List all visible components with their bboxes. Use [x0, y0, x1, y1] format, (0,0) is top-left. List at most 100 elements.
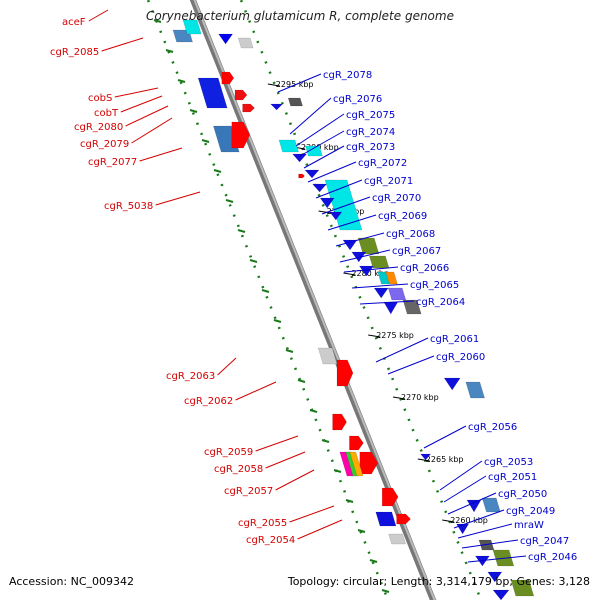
- gene-glyph[interactable]: [383, 301, 399, 315]
- gene-glyph[interactable]: [342, 239, 358, 251]
- kbp-tick-label: 2290 kbp: [301, 143, 339, 152]
- gene-glyph[interactable]: [287, 97, 303, 107]
- gene-label-cgr-2074[interactable]: cgR_2074: [346, 127, 395, 138]
- gene-label-cgr-2051[interactable]: cgR_2051: [488, 472, 537, 483]
- gene-label-cgr-2068[interactable]: cgR_2068: [386, 229, 435, 240]
- label-leader: [235, 381, 277, 401]
- gene-label-cgr-2059[interactable]: cgR_2059: [204, 447, 253, 458]
- gene-label-cgr-2046[interactable]: cgR_2046: [528, 552, 577, 563]
- gene-glyph[interactable]: [402, 299, 422, 315]
- kbp-tick: [392, 396, 406, 400]
- kbp-tick: [417, 458, 430, 462]
- gene-label-cgr-2054[interactable]: cgR_2054: [246, 535, 295, 546]
- gene-label-cgr-2050[interactable]: cgR_2050: [498, 489, 547, 500]
- gene-glyph[interactable]: [269, 103, 284, 111]
- gene-label-cgr-2073[interactable]: cgR_2073: [346, 142, 395, 153]
- label-leader: [289, 505, 335, 523]
- tick-mark: [225, 199, 234, 203]
- gene-glyph[interactable]: [349, 451, 364, 477]
- label-leader: [88, 9, 109, 22]
- gene-label-cgr-2055[interactable]: cgR_2055: [238, 518, 287, 529]
- gene-glyph[interactable]: [381, 487, 399, 507]
- gene-label-cgr-2062[interactable]: cgR_2062: [184, 396, 233, 407]
- gene-glyph[interactable]: [357, 237, 380, 255]
- gene-glyph[interactable]: [221, 71, 235, 85]
- gene-label-cgr-2069[interactable]: cgR_2069: [378, 211, 427, 222]
- gene-label-cgr-2080[interactable]: cgR_2080: [74, 122, 123, 133]
- gene-label-cobs[interactable]: cobS: [88, 93, 112, 104]
- gene-glyph[interactable]: [292, 153, 308, 163]
- gene-glyph[interactable]: [385, 271, 398, 285]
- gene-label-cgr-2065[interactable]: cgR_2065: [410, 280, 459, 291]
- gene-label-cgr-2047[interactable]: cgR_2047: [520, 536, 569, 547]
- backbone-line: [189, 0, 437, 600]
- gene-glyph[interactable]: [492, 589, 510, 600]
- gene-glyph[interactable]: [304, 169, 320, 179]
- label-leader: [307, 161, 357, 183]
- gene-glyph[interactable]: [298, 173, 305, 179]
- gene-label-cgr-2067[interactable]: cgR_2067: [392, 246, 441, 257]
- gene-label-acef[interactable]: aceF: [62, 17, 86, 28]
- gene-label-cgr-2079[interactable]: cgR_2079: [80, 139, 129, 150]
- gene-glyph[interactable]: [481, 497, 501, 513]
- gene-glyph[interactable]: [237, 37, 254, 49]
- gene-label-cgr-2053[interactable]: cgR_2053: [484, 457, 533, 468]
- gene-glyph[interactable]: [375, 511, 397, 527]
- gene-label-cgr-2056[interactable]: cgR_2056: [468, 422, 517, 433]
- gene-label-cgr-2072[interactable]: cgR_2072: [358, 158, 407, 169]
- gene-glyph[interactable]: [358, 265, 374, 277]
- gene-label-cgr-2078[interactable]: cgR_2078: [323, 70, 372, 81]
- label-leader: [327, 214, 377, 231]
- gene-glyph[interactable]: [388, 533, 406, 545]
- gene-label-cgr-2063[interactable]: cgR_2063: [166, 371, 215, 382]
- gene-glyph[interactable]: [373, 287, 389, 299]
- accession-text: Accession: NC_009342: [9, 575, 135, 588]
- gene-glyph[interactable]: [420, 453, 432, 461]
- gene-label-cgr-2070[interactable]: cgR_2070: [372, 193, 421, 204]
- kbp-tick: [267, 83, 280, 87]
- gene-label-cgr-2071[interactable]: cgR_2071: [364, 176, 413, 187]
- gene-glyph[interactable]: [278, 139, 299, 153]
- gene-glyph[interactable]: [396, 513, 411, 525]
- gene-glyph[interactable]: [329, 211, 343, 221]
- gene-glyph[interactable]: [456, 523, 470, 535]
- gene-glyph[interactable]: [487, 571, 503, 583]
- gene-glyph[interactable]: [218, 33, 234, 45]
- gene-glyph[interactable]: [234, 89, 248, 101]
- tick-mark: [285, 349, 294, 353]
- label-leader: [155, 191, 201, 206]
- tick-mark: [297, 379, 306, 383]
- gene-label-cgr-2075[interactable]: cgR_2075: [346, 110, 395, 121]
- gene-label-cgr-5038[interactable]: cgR_5038: [104, 201, 153, 212]
- label-leader: [339, 249, 391, 263]
- gene-glyph[interactable]: [336, 359, 354, 387]
- gene-glyph[interactable]: [305, 145, 323, 157]
- gene-glyph[interactable]: [387, 287, 407, 301]
- gene-label-cgr-2076[interactable]: cgR_2076: [333, 94, 382, 105]
- gene-label-cobt[interactable]: cobT: [94, 108, 119, 119]
- gene-label-cgr-2049[interactable]: cgR_2049: [506, 506, 555, 517]
- gene-label-cgr-2066[interactable]: cgR_2066: [400, 263, 449, 274]
- gene-label-cgr-2064[interactable]: cgR_2064: [416, 297, 465, 308]
- gene-label-cgr-2058[interactable]: cgR_2058: [214, 464, 263, 475]
- gene-glyph[interactable]: [182, 19, 202, 35]
- gene-glyph[interactable]: [349, 435, 364, 451]
- gene-glyph[interactable]: [231, 121, 251, 149]
- gene-glyph[interactable]: [242, 103, 255, 113]
- gene-glyph[interactable]: [443, 377, 461, 391]
- label-leader: [289, 97, 332, 135]
- gene-glyph[interactable]: [197, 77, 228, 109]
- gene-label-mraw[interactable]: mraW: [514, 520, 544, 531]
- gene-glyph[interactable]: [312, 183, 328, 193]
- gene-label-cgr-2060[interactable]: cgR_2060: [436, 352, 485, 363]
- gene-glyph[interactable]: [332, 413, 347, 431]
- gene-glyph[interactable]: [510, 579, 535, 597]
- label-leader: [101, 37, 144, 52]
- gene-glyph[interactable]: [466, 499, 482, 513]
- gene-glyph[interactable]: [319, 197, 335, 209]
- gene-label-cgr-2077[interactable]: cgR_2077: [88, 157, 137, 168]
- gene-label-cgr-2057[interactable]: cgR_2057: [224, 486, 273, 497]
- gene-glyph[interactable]: [465, 381, 485, 399]
- gene-label-cgr-2061[interactable]: cgR_2061: [430, 334, 479, 345]
- gene-label-cgr-2085[interactable]: cgR_2085: [50, 47, 99, 58]
